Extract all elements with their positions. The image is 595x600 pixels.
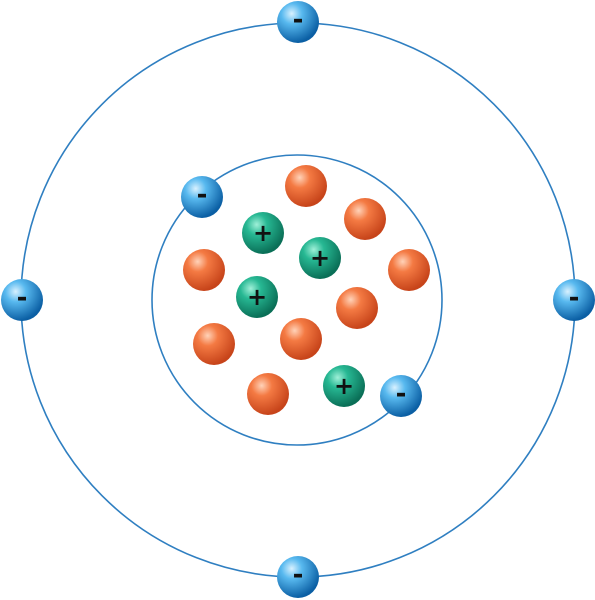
neutron xyxy=(280,318,322,360)
neutron xyxy=(285,165,327,207)
neutron xyxy=(183,249,225,291)
electron: - xyxy=(1,279,43,321)
minus-icon: - xyxy=(293,560,304,590)
proton: + xyxy=(236,276,278,318)
electron: - xyxy=(553,279,595,321)
proton: + xyxy=(299,237,341,279)
plus-icon: + xyxy=(310,244,330,272)
neutron xyxy=(247,373,289,415)
plus-icon: + xyxy=(253,219,273,247)
plus-icon: + xyxy=(247,283,267,311)
neutron xyxy=(193,323,235,365)
inner-orbit xyxy=(151,154,443,446)
electron: - xyxy=(380,375,422,417)
outer-orbit xyxy=(20,22,576,578)
minus-icon: - xyxy=(197,180,208,210)
plus-icon: + xyxy=(334,372,354,400)
electron: - xyxy=(277,556,319,598)
minus-icon: - xyxy=(396,379,407,409)
minus-icon: - xyxy=(17,283,28,313)
proton: + xyxy=(323,365,365,407)
orbits xyxy=(20,22,576,578)
minus-icon: - xyxy=(569,283,580,313)
neutron xyxy=(388,249,430,291)
neutron xyxy=(344,198,386,240)
proton: + xyxy=(242,212,284,254)
nucleus: + + + + xyxy=(183,165,430,415)
electron: - xyxy=(277,1,319,43)
minus-icon: - xyxy=(293,5,304,35)
electron: - xyxy=(181,176,223,218)
neutron xyxy=(336,287,378,329)
